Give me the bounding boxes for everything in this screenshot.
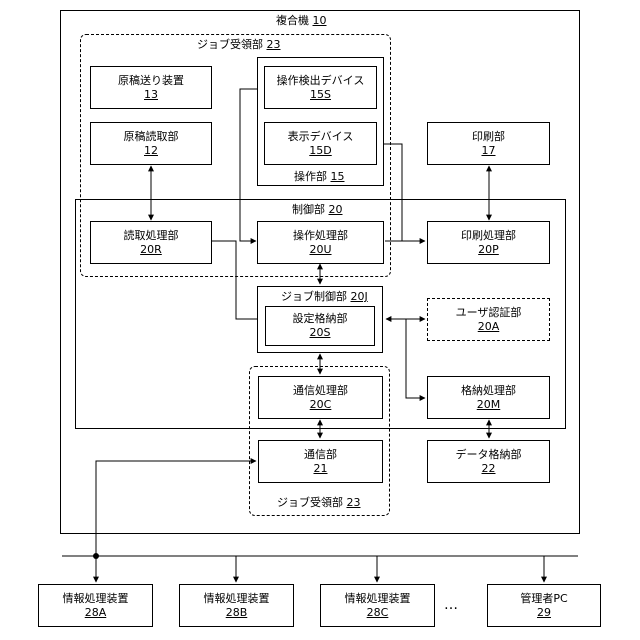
mfp-number: 10 — [313, 14, 327, 27]
info-device-a-label: 情報処理装置 — [63, 592, 129, 606]
admin-pc-number: 29 — [537, 606, 551, 620]
data-storage-box: データ格納部 22 — [427, 440, 550, 483]
display-device-label: 表示デバイス — [288, 130, 354, 144]
settings-storage-box: 設定格納部 20S — [265, 306, 375, 346]
display-device-box: 表示デバイス 15D — [264, 122, 377, 165]
communication-processing-number: 20C — [310, 398, 332, 412]
job-control-title: ジョブ制御部 20J — [281, 290, 368, 304]
user-auth-box: ユーザ認証部 20A — [427, 298, 550, 341]
read-processing-number: 20R — [140, 243, 162, 257]
operation-detect-device-box: 操作検出デバイス 15S — [264, 66, 377, 109]
operation-number: 15 — [331, 170, 345, 183]
settings-storage-label: 設定格納部 — [293, 312, 348, 326]
job-receiver-top-number: 23 — [267, 38, 281, 51]
document-reader-label: 原稿読取部 — [124, 130, 179, 144]
print-processing-label: 印刷処理部 — [461, 229, 516, 243]
ellipsis-text: … — [444, 598, 458, 612]
printer-box: 印刷部 17 — [427, 122, 550, 165]
info-device-a-box: 情報処理装置 28A — [38, 584, 153, 627]
display-device-number: 15D — [309, 144, 331, 158]
storage-processing-number: 20M — [477, 398, 501, 412]
communication-box: 通信部 21 — [258, 440, 383, 483]
info-device-b-number: 28B — [226, 606, 248, 620]
job-control-number: 20J — [351, 290, 368, 303]
info-device-c-box: 情報処理装置 28C — [320, 584, 435, 627]
print-processing-box: 印刷処理部 20P — [427, 221, 550, 264]
data-storage-label: データ格納部 — [456, 448, 522, 462]
print-processing-number: 20P — [478, 243, 499, 257]
info-device-b-label: 情報処理装置 — [204, 592, 270, 606]
read-processing-box: 読取処理部 20R — [90, 221, 212, 264]
document-feeder-box: 原稿送り装置 13 — [90, 66, 212, 109]
document-reader-box: 原稿読取部 12 — [90, 122, 212, 165]
job-receiver-bottom-number: 23 — [347, 496, 361, 509]
bus-junction-dot — [93, 553, 99, 559]
operation-label: 操作部 — [294, 170, 327, 183]
communication-processing-box: 通信処理部 20C — [258, 376, 383, 419]
job-receiver-bottom-title: ジョブ受領部 23 — [277, 496, 361, 510]
user-auth-label: ユーザ認証部 — [456, 306, 522, 320]
admin-pc-label: 管理者PC — [520, 592, 567, 606]
read-processing-label: 読取処理部 — [124, 229, 179, 243]
data-storage-number: 22 — [482, 462, 496, 476]
info-device-a-number: 28A — [85, 606, 107, 620]
operation-detect-device-label: 操作検出デバイス — [277, 74, 365, 88]
document-feeder-number: 13 — [144, 88, 158, 102]
info-device-c-label: 情報処理装置 — [345, 592, 411, 606]
operation-title: 操作部 15 — [294, 170, 345, 184]
settings-storage-number: 20S — [310, 326, 331, 340]
document-feeder-label: 原稿送り装置 — [118, 74, 184, 88]
info-device-b-box: 情報処理装置 28B — [179, 584, 294, 627]
storage-processing-label: 格納処理部 — [461, 384, 516, 398]
operation-processing-box: 操作処理部 20U — [257, 221, 384, 264]
job-receiver-top-label: ジョブ受領部 — [197, 38, 263, 51]
document-reader-number: 12 — [144, 144, 158, 158]
storage-processing-box: 格納処理部 20M — [427, 376, 550, 419]
operation-processing-label: 操作処理部 — [293, 229, 348, 243]
printer-label: 印刷部 — [472, 130, 505, 144]
info-device-c-number: 28C — [367, 606, 389, 620]
operation-processing-number: 20U — [309, 243, 331, 257]
printer-number: 17 — [482, 144, 496, 158]
communication-label: 通信部 — [304, 448, 337, 462]
admin-pc-box: 管理者PC 29 — [487, 584, 601, 627]
mfp-label: 複合機 — [276, 14, 309, 27]
communication-number: 21 — [314, 462, 328, 476]
user-auth-number: 20A — [478, 320, 500, 334]
mfp-title: 複合機 10 — [276, 14, 327, 28]
communication-processing-label: 通信処理部 — [293, 384, 348, 398]
operation-detect-device-number: 15S — [310, 88, 331, 102]
job-control-label: ジョブ制御部 — [281, 290, 347, 303]
job-receiver-bottom-label: ジョブ受領部 — [277, 496, 343, 509]
job-receiver-top-title: ジョブ受領部 23 — [197, 38, 281, 52]
